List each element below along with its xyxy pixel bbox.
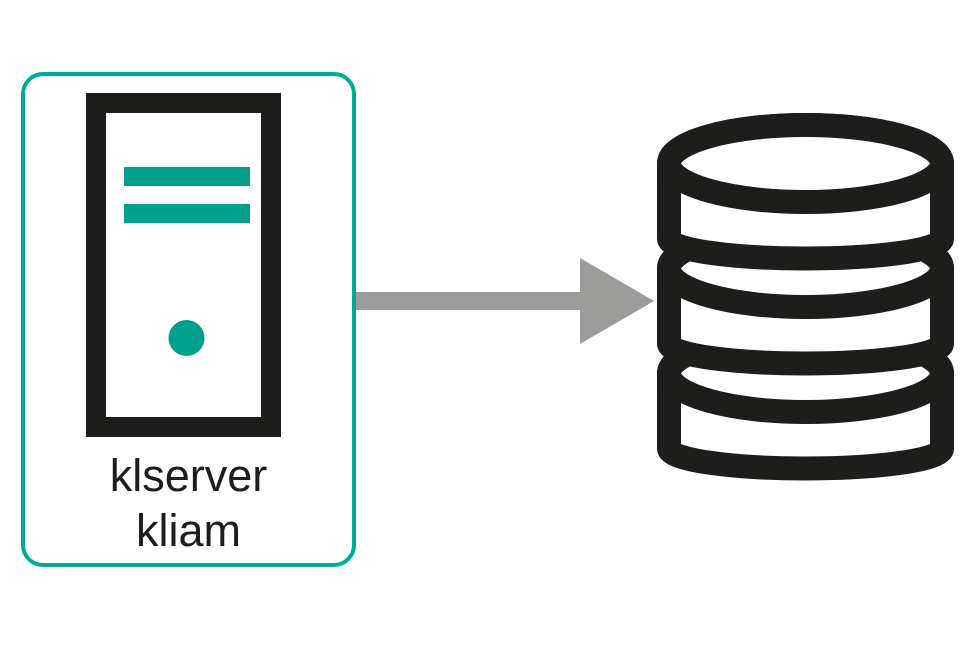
arrow-head-icon xyxy=(580,258,654,344)
server-drive-slot-2 xyxy=(124,204,250,223)
server-power-button-icon xyxy=(168,320,205,356)
database-icon xyxy=(657,113,954,481)
server-node-label-line1: klserver xyxy=(109,450,268,501)
server-chassis xyxy=(86,93,281,437)
server-drive-slot-1 xyxy=(124,167,250,186)
tower-server-icon xyxy=(86,93,281,437)
arrow-shaft xyxy=(356,292,586,310)
server-node-label-line2: kliam xyxy=(135,505,241,556)
server-node-label: klserver kliam xyxy=(21,448,356,558)
db-disk-top xyxy=(657,113,954,271)
